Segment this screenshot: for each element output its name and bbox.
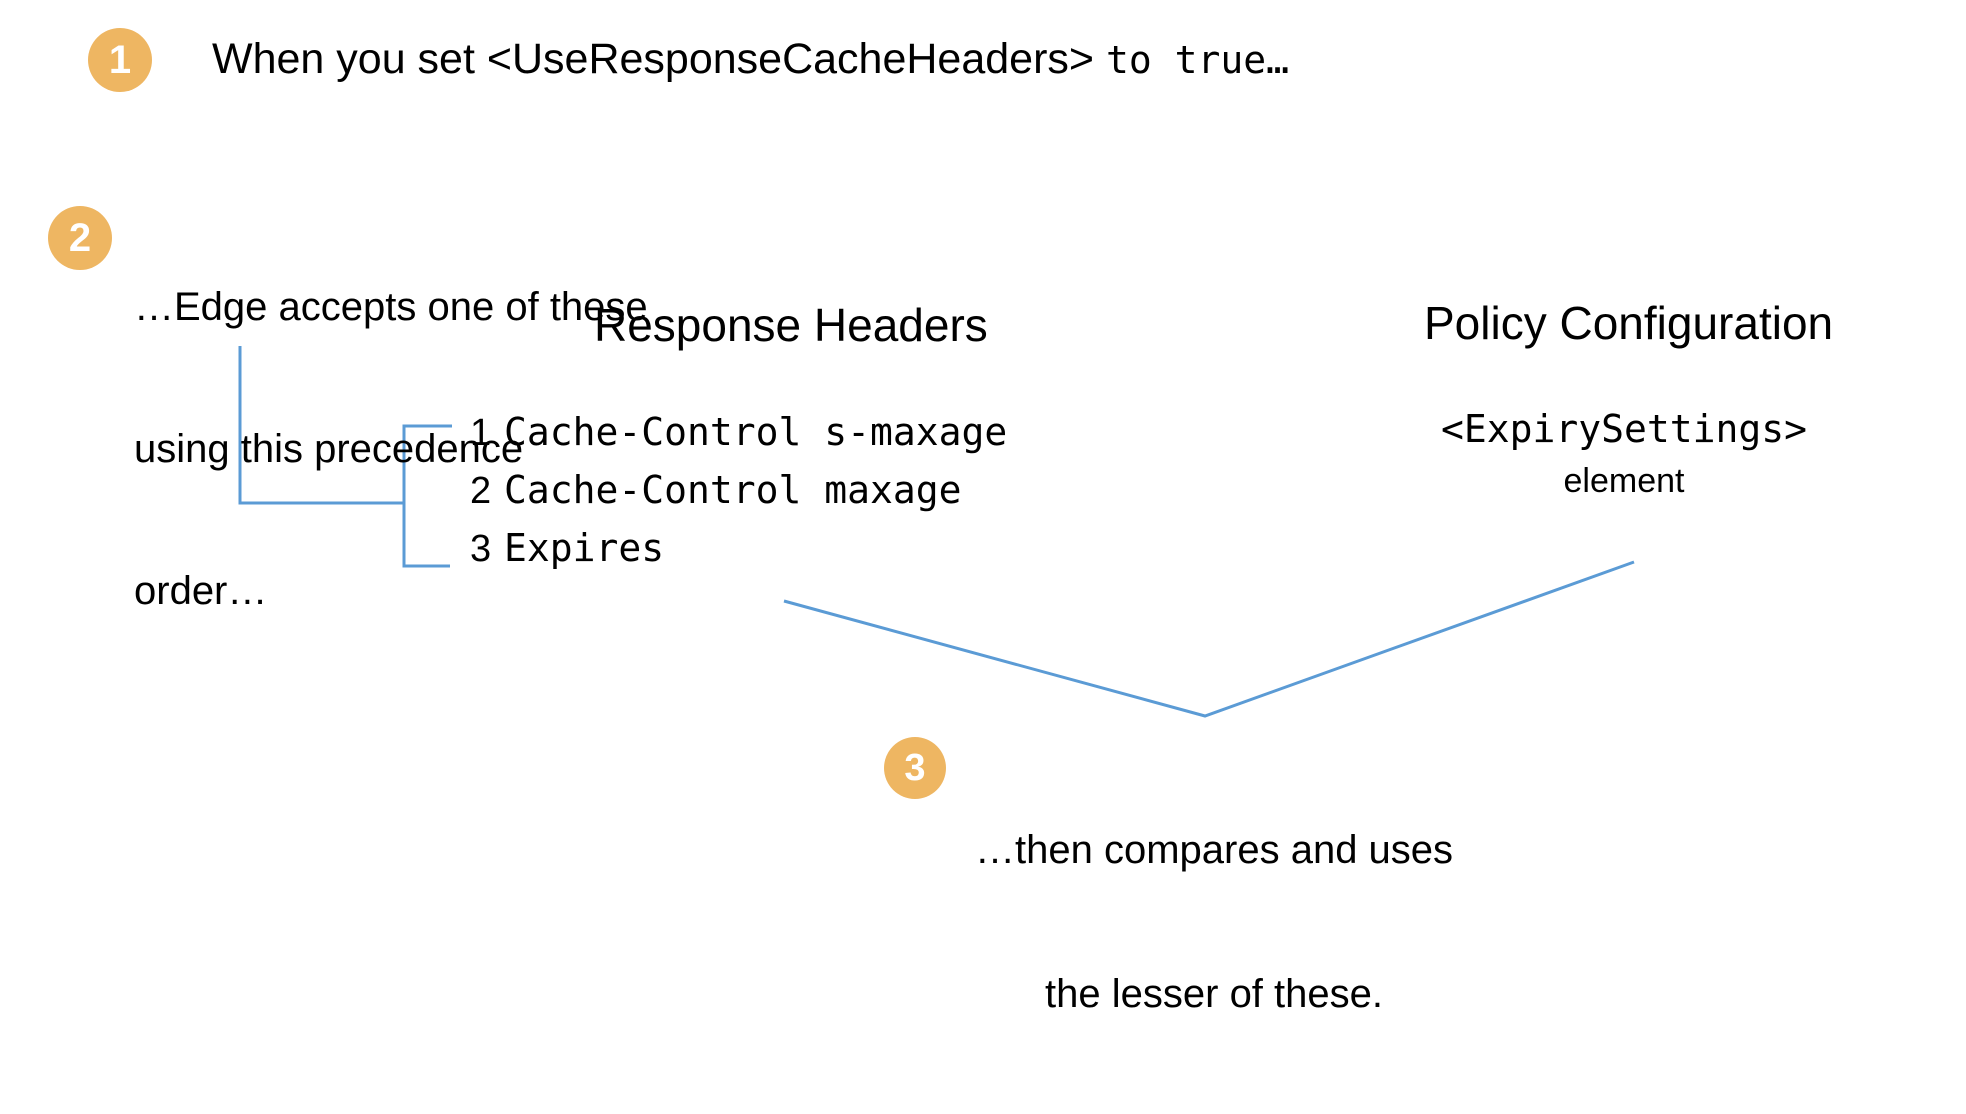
list-item: 3 Expires	[470, 526, 1007, 584]
callout-3-text: …then compares and uses the lesser of th…	[975, 730, 1453, 1114]
callout-1-line-mono: to true…	[1105, 38, 1289, 82]
callout-3-line-2: the lesser of these.	[1045, 972, 1383, 1016]
precedence-number: 2	[470, 470, 492, 512]
precedence-number: 1	[470, 412, 492, 454]
callout-2-line-1: …Edge accepts one of these	[134, 285, 648, 330]
list-item: 2 Cache-Control maxage	[470, 468, 1007, 526]
callout-2-line-2: using this precedence	[134, 426, 524, 471]
precedence-label: Cache-Control s-maxage	[504, 410, 1008, 454]
expiry-settings-tag: <ExpirySettings>	[1440, 407, 1808, 451]
precedence-list: 1 Cache-Control s-maxage 2 Cache-Control…	[470, 410, 1007, 584]
compare-vee-line	[783, 560, 1635, 718]
policy-configuration-heading: Policy Configuration	[1424, 297, 1834, 349]
precedence-label: Expires	[504, 526, 665, 570]
precedence-number: 3	[470, 528, 492, 570]
list-item: 1 Cache-Control s-maxage	[470, 410, 1007, 468]
policy-configuration-body: <ExpirySettings> element	[1424, 406, 1824, 502]
callout-1-line-sans: When you set <UseResponseCacheHeaders>	[212, 35, 1106, 83]
callout-1-text: When you set <UseResponseCacheHeaders> t…	[212, 34, 1289, 86]
callout-2-text: …Edge accepts one of these using this pr…	[134, 190, 648, 709]
response-headers-heading: Response Headers	[594, 299, 988, 351]
expiry-settings-word: element	[1563, 461, 1685, 500]
callout-badge-2: 2	[48, 206, 112, 270]
precedence-label: Cache-Control maxage	[504, 468, 962, 512]
diagram-canvas: 1 When you set <UseResponseCacheHeaders>…	[48, 28, 1834, 1016]
callout-badge-1: 1	[88, 28, 152, 92]
callout-badge-3: 3	[884, 737, 946, 799]
callout-2-line-3: order…	[134, 568, 268, 613]
callout-3-line-1: …then compares and uses	[975, 828, 1454, 872]
